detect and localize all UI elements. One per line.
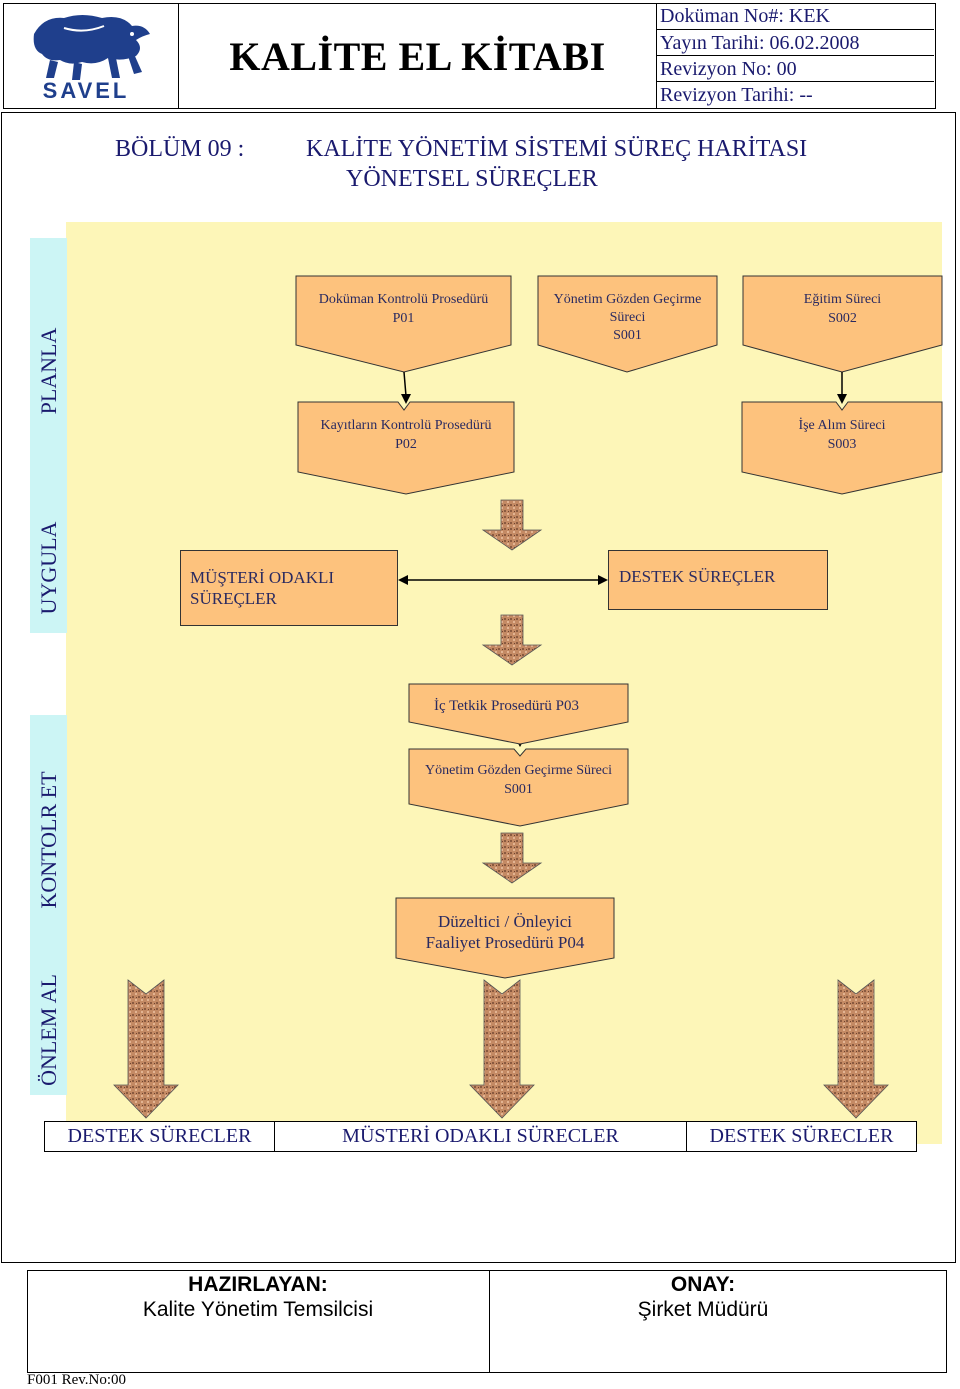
bottom-support-right: DESTEK SÜRECLER	[686, 1121, 917, 1152]
content-frame	[1, 112, 956, 1263]
phase-act: ÖNLEM AL	[30, 965, 67, 1095]
signature-table	[27, 1270, 947, 1373]
revision-date: Revizyon Tarihi: --	[656, 81, 934, 107]
bottom-customer: MÜSTERİ ODAKLI SÜRECLER	[274, 1121, 687, 1152]
bottom-support-left: DESTEK SÜRECLER	[44, 1121, 275, 1152]
down-arrow-icon	[481, 499, 543, 884]
form-code: F001 Rev.No:00	[27, 1372, 127, 1388]
plan-box-s003	[741, 401, 943, 495]
prepared-by: Kalite Yönetim Temsilcisi	[142, 1298, 374, 1321]
corrective-box	[395, 897, 615, 979]
support-processes-box: DESTEK SÜREÇLER	[608, 550, 828, 610]
customer-processes-box: MÜŞTERİ ODAKLI SÜREÇLER	[180, 550, 398, 626]
phase-do: UYGULA	[30, 503, 67, 633]
review-box	[408, 748, 629, 827]
approved-label: ONAY:	[670, 1273, 736, 1296]
long-down-arrow-icon	[113, 979, 889, 1119]
prepared-label: HAZIRLAYAN:	[188, 1273, 328, 1296]
phase-plan: PLANLA	[30, 238, 67, 503]
plan-box-p01	[295, 275, 512, 373]
plan-box-s002	[742, 275, 943, 373]
doc-number: Doküman No#: KEK	[660, 5, 830, 27]
logo-text: SAVEL	[42, 78, 130, 103]
chapter-subtitle: YÖNETSEL SÜREÇLER	[346, 166, 598, 192]
chapter-label: BÖLÜM 09 :	[115, 136, 245, 162]
publish-date: Yayın Tarihi: 06.02.2008	[656, 29, 934, 55]
signature-divider	[489, 1270, 490, 1373]
plan-box-p02	[297, 401, 515, 495]
revision-number: Revizyon No: 00	[656, 55, 934, 81]
audit-box	[408, 683, 629, 745]
logo-cell: SAVEL	[3, 3, 179, 109]
plan-box-s001	[537, 275, 718, 373]
meta-cell	[656, 3, 936, 109]
chapter-title: KALİTE YÖNETİM SİSTEMİ SÜREÇ HARİTASI	[306, 136, 808, 162]
process-map-area	[66, 222, 942, 1144]
title-cell: KALİTE EL KİTABI	[178, 3, 657, 109]
document-title: KALİTE EL KİTABI	[229, 33, 606, 79]
approved-by: Şirket Müdürü	[637, 1298, 769, 1321]
phase-check: KONTOLR ET	[30, 715, 67, 965]
audit-text: İç Tetkik Prosedürü P03	[434, 698, 579, 714]
bull-logo-icon	[33, 15, 150, 80]
